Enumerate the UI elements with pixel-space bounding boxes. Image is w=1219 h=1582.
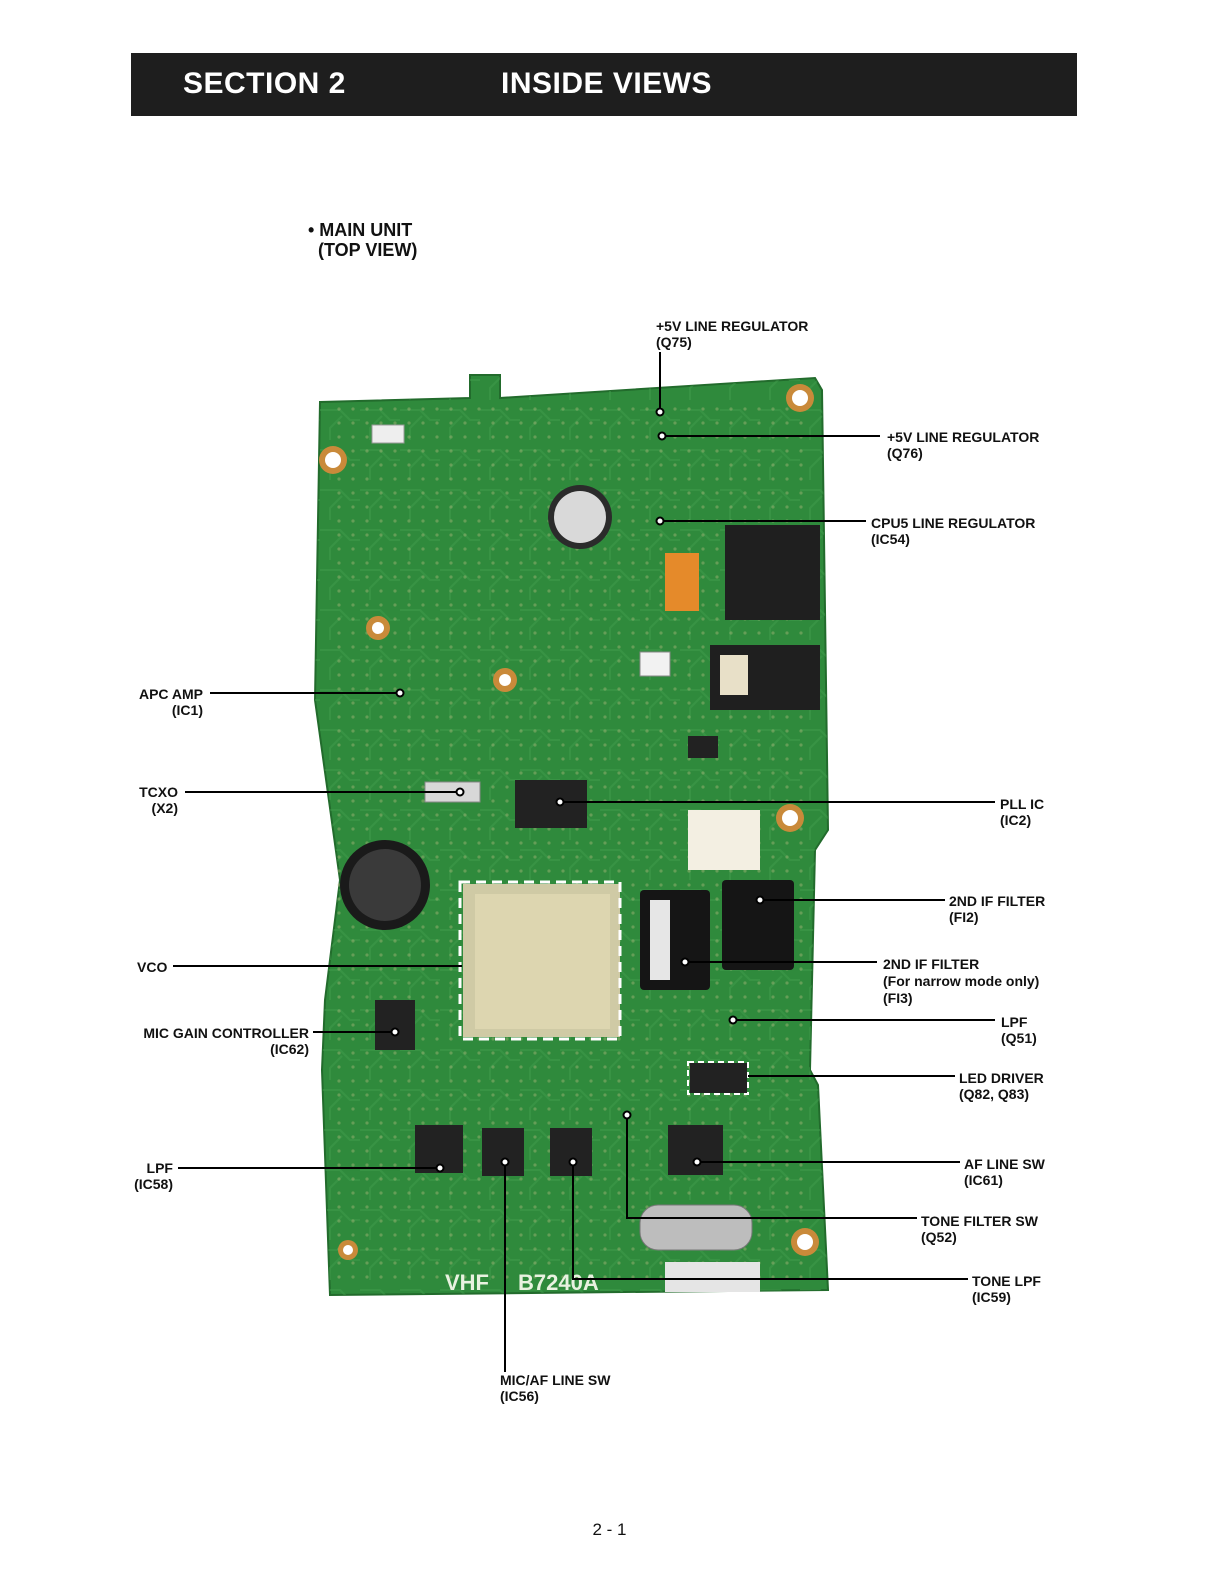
callout-apc-amp: APC AMP (IC1) bbox=[138, 686, 203, 718]
section-number: SECTION 2 bbox=[183, 67, 346, 100]
callout-cpu5-regulator: CPU5 LINE REGULATOR (IC54) bbox=[871, 515, 1036, 547]
callout-tone-filter-sw: TONE FILTER SW (Q52) bbox=[921, 1213, 1038, 1245]
board-band-marking: VHF bbox=[445, 1270, 489, 1295]
board-model-marking: B7240A bbox=[518, 1270, 599, 1295]
callout-mic-gain-controller: MIC GAIN CONTROLLER (IC62) bbox=[143, 1025, 309, 1057]
section-title: INSIDE VIEWS bbox=[501, 67, 713, 100]
page-number: 2 - 1 bbox=[592, 1520, 627, 1539]
subheading-line2: (TOP VIEW) bbox=[318, 240, 418, 260]
callout-5v-regulator-q76: +5V LINE REGULATOR (Q76) bbox=[887, 429, 1040, 461]
callout-5v-regulator-q75: +5V LINE REGULATOR (Q75) bbox=[656, 318, 809, 350]
mounting-holes bbox=[319, 384, 819, 1260]
callout-lpf-q51: LPF (Q51) bbox=[1001, 1014, 1037, 1046]
leader-endpoints bbox=[390, 407, 765, 1173]
leader-lines bbox=[173, 352, 995, 1372]
components bbox=[340, 424, 820, 1292]
section-header: SECTION 2 INSIDE VIEWS bbox=[131, 53, 1077, 116]
callout-tcxo: TCXO (X2) bbox=[139, 784, 178, 816]
callout-pll-ic: PLL IC (IC2) bbox=[1000, 796, 1045, 828]
subheading-line1: • MAIN UNIT bbox=[308, 220, 413, 240]
callout-2nd-if-filter-fi2: 2ND IF FILTER (FI2) bbox=[949, 893, 1046, 925]
callout-tone-lpf: TONE LPF (IC59) bbox=[972, 1273, 1041, 1305]
callout-lpf-ic58: LPF (IC58) bbox=[134, 1160, 173, 1192]
callout-2nd-if-filter-fi3: 2ND IF FILTER (For narrow mode only) (FI… bbox=[883, 956, 1040, 1006]
callout-led-driver: LED DRIVER (Q82, Q83) bbox=[959, 1070, 1044, 1102]
led-driver-highlight bbox=[687, 1061, 749, 1095]
callout-af-line-sw: AF LINE SW (IC61) bbox=[964, 1156, 1045, 1188]
vco-highlight bbox=[458, 880, 622, 1041]
subheading: • MAIN UNIT (TOP VIEW) bbox=[308, 220, 417, 260]
callout-mic-af-line-sw: MIC/AF LINE SW (IC56) bbox=[500, 1372, 611, 1404]
callout-vco: VCO bbox=[137, 959, 168, 975]
